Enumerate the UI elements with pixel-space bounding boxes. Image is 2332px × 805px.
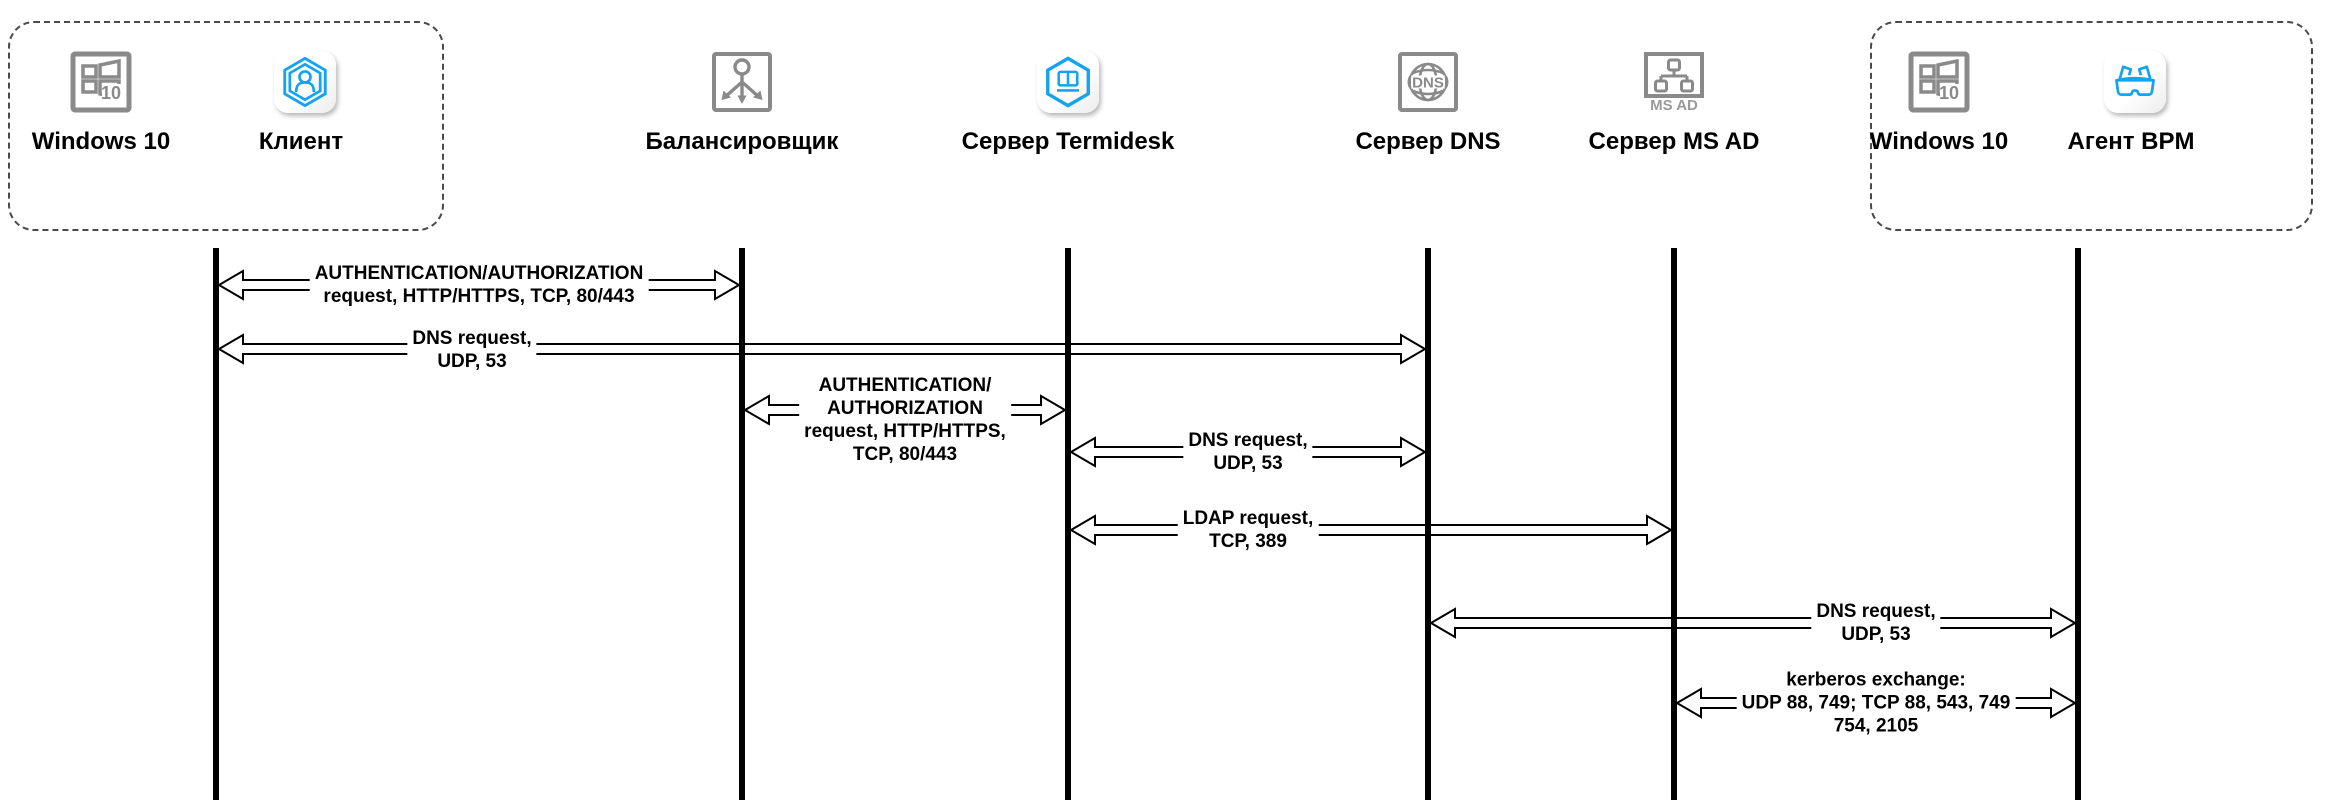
ms-ad-icon: MS AD xyxy=(1642,50,1706,114)
actor-label: Сервер DNS xyxy=(1355,128,1501,155)
message-label-line: UDP, 53 xyxy=(1213,453,1283,474)
message-label-line: DNS request, xyxy=(1188,430,1308,451)
message-label-line: DNS request, xyxy=(1816,601,1936,622)
message-arrows xyxy=(217,269,2077,719)
message-label-line: LDAP request, xyxy=(1182,508,1314,529)
actor-label: Клиент xyxy=(258,128,344,155)
message-arrow xyxy=(1069,514,1673,546)
message-arrow xyxy=(217,333,1427,365)
message-label: DNS request, UDP, 53 xyxy=(1811,600,1941,646)
lifeline-termidesk xyxy=(1065,248,1071,800)
lifeline-client xyxy=(213,248,219,800)
client-vm-group-box xyxy=(8,21,444,231)
message-label-line: DNS request, xyxy=(412,328,532,349)
lifeline-balancer xyxy=(739,248,745,800)
message-arrow xyxy=(217,269,741,301)
windows-10-icon: 10 xyxy=(69,50,133,114)
message-label: AUTHENTICATION/AUTHORIZATION request, HT… xyxy=(309,262,649,308)
svg-text:10: 10 xyxy=(101,83,121,103)
message-label: LDAP request, TCP, 389 xyxy=(1177,507,1319,553)
bpm-agent-glasses-icon xyxy=(2104,51,2166,113)
message-label: kerberos exchange: UDP 88, 749; TCP 88, … xyxy=(1736,668,2016,738)
message-label: DNS request, UDP, 53 xyxy=(1183,429,1313,475)
message-arrow xyxy=(1069,436,1427,468)
termidesk-server-icon xyxy=(1037,51,1099,113)
message-label: AUTHENTICATION/ AUTHORIZATION request, H… xyxy=(799,374,1011,466)
lifeline-agent xyxy=(2075,248,2081,800)
message-label: DNS request, UDP, 53 xyxy=(407,327,537,373)
message-label-line: TCP, 80/443 xyxy=(852,444,958,465)
load-balancer-icon xyxy=(710,50,774,114)
message-label-line: request, HTTP/HTTPS, xyxy=(804,421,1006,442)
message-label-line: UDP 88, 749; TCP 88, 543, 749 xyxy=(1741,692,2011,714)
message-label-line: AUTHENTICATION/AUTHORIZATION xyxy=(314,263,644,284)
actor-label: Агент BPM xyxy=(2067,128,2195,155)
svg-text:10: 10 xyxy=(1939,83,1959,103)
client-icon xyxy=(274,51,336,113)
message-arrow xyxy=(1675,687,2077,719)
message-arrow xyxy=(1429,607,2077,639)
dns-globe-icon: DNS xyxy=(1396,50,1460,114)
message-label-line: AUTHENTICATION/ xyxy=(818,375,992,396)
actor-label: Балансировщик xyxy=(645,128,839,155)
message-label-line: UDP, 53 xyxy=(1841,624,1911,645)
windows-10-icon: 10 xyxy=(1907,50,1971,114)
actor-label: Сервер MS AD xyxy=(1588,128,1760,155)
svg-text:DNS: DNS xyxy=(1412,75,1444,92)
message-label-line: AUTHORIZATION xyxy=(827,398,983,419)
agent-vm-group-box xyxy=(1870,21,2313,231)
message-label-line: 754, 2105 xyxy=(1833,715,1919,737)
message-label-line: request, HTTP/HTTPS, TCP, 80/443 xyxy=(323,286,635,307)
actor-label: Windows 10 xyxy=(31,128,171,155)
actor-label: Windows 10 xyxy=(1869,128,2009,155)
message-label-line: kerberos exchange: xyxy=(1786,669,1966,691)
lifeline-msad xyxy=(1671,248,1677,800)
svg-text:MS AD: MS AD xyxy=(1650,97,1698,114)
message-label-line: TCP, 389 xyxy=(1209,531,1287,552)
message-label-line: UDP, 53 xyxy=(437,351,507,372)
actor-label: Сервер Termidesk xyxy=(961,128,1175,155)
message-arrow xyxy=(743,394,1067,426)
